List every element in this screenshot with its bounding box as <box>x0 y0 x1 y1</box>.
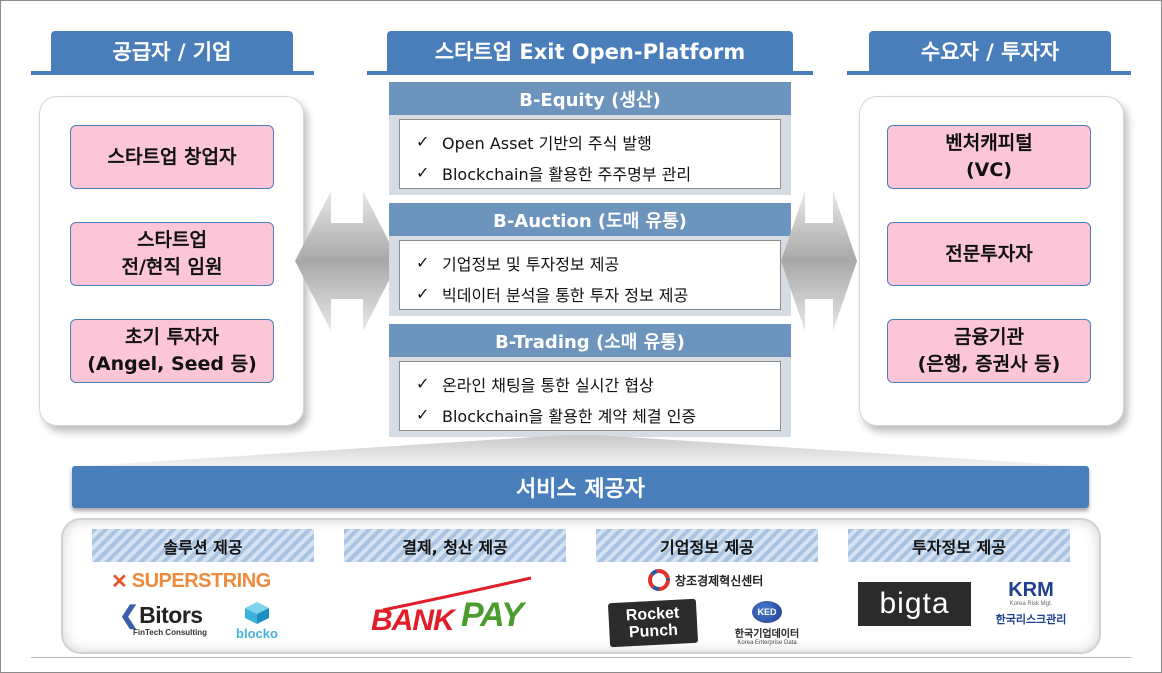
superstring-mark-icon: ✕ <box>111 570 128 593</box>
investor-item-financial: 금융기관 (은행, 증권사 등) <box>887 319 1091 383</box>
check-item-text: 온라인 채팅을 통한 실시간 협상 <box>442 375 654 395</box>
investor-item-line: 벤처캐피털 <box>945 132 1033 154</box>
bitors-text: Bitors <box>139 602 203 628</box>
section-b-auction: B-Auction (도매 유통) ✓ 기업정보 및 투자정보 제공 ✓ 빅데이터 … <box>389 203 791 316</box>
double-arrow-left-icon <box>295 191 399 331</box>
blocko-logo: blocko <box>229 601 285 643</box>
krm-subtext: Korea Risk Mgt. <box>1009 601 1053 607</box>
supplier-title-underline <box>31 71 314 75</box>
category-solution: 솔루션 제공 <box>92 529 314 562</box>
bankpay-swoosh-icon <box>382 576 532 612</box>
check-item: ✓ Blockchain을 활용한 주주명부 관리 <box>416 157 764 188</box>
supplier-title: 공급자 / 기업 <box>51 31 293 71</box>
bigta-text: bigta <box>879 587 950 620</box>
check-item-text: Open Asset 기반의 주식 발행 <box>442 133 652 153</box>
supplier-item-founder: 스타트업 창업자 <box>70 125 274 189</box>
krm-text: KRM <box>1008 579 1054 601</box>
investor-item-line: (은행, 증권사 등) <box>917 353 1061 375</box>
check-item: ✓ 온라인 채팅을 통한 실시간 협상 <box>416 368 764 399</box>
bankpay-bank-text: BANK <box>371 604 455 637</box>
section-body: ✓ Open Asset 기반의 주식 발행 ✓ Blockchain을 활용한 주… <box>399 119 781 189</box>
section-title: B-Auction (도매 유통) <box>389 203 791 236</box>
check-item-text: Blockchain을 활용한 주주명부 관리 <box>442 164 692 184</box>
supplier-item-line: 초기 투자자 <box>124 326 219 348</box>
check-item-text: Blockchain을 활용한 계약 체결 인증 <box>442 406 697 426</box>
changjo-ring-icon <box>648 569 670 591</box>
section-title: B-Trading (소매 유통) <box>389 324 791 357</box>
category-company-info: 기업정보 제공 <box>596 529 818 562</box>
section-b-trading: B-Trading (소매 유통) ✓ 온라인 채팅을 통한 실시간 협상 ✓ Bl… <box>389 324 791 437</box>
check-item-text: 기업정보 및 투자정보 제공 <box>442 254 620 274</box>
rocketpunch-logo: Rocket Punch <box>607 598 699 648</box>
ked-english-text: Korea Enterprise Data <box>737 640 797 646</box>
investor-item-professional: 전문투자자 <box>887 222 1091 286</box>
check-item: ✓ Blockchain을 활용한 계약 체결 인증 <box>416 399 764 430</box>
blocko-cube-icon <box>245 602 269 624</box>
investor-item-line: 금융기관 <box>954 326 1024 348</box>
investor-item-vc: 벤처캐피털 (VC) <box>887 125 1091 189</box>
supplier-item-line: 전/현직 임원 <box>121 256 223 278</box>
section-body: ✓ 기업정보 및 투자정보 제공 ✓ 빅데이터 분석을 통한 투자 정보 제공 <box>399 240 781 310</box>
section-body: ✓ 온라인 채팅을 통한 실시간 협상 ✓ Blockchain을 활용한 계약 체… <box>399 361 781 431</box>
supplier-item-executive: 스타트업 전/현직 임원 <box>70 222 274 286</box>
funnel-connector <box>71 435 1091 467</box>
check-item: ✓ 기업정보 및 투자정보 제공 <box>416 247 764 278</box>
platform-title-underline <box>367 71 813 75</box>
section-b-equity: B-Equity (생산) ✓ Open Asset 기반의 주식 발행 ✓ Blo… <box>389 82 791 195</box>
investor-title-underline <box>847 71 1131 75</box>
superstring-text: SUPERSTRING <box>131 569 271 592</box>
check-icon: ✓ <box>416 284 430 303</box>
supplier-item-early-investor: 초기 투자자 (Angel, Seed 등) <box>70 319 274 383</box>
check-item: ✓ 빅데이터 분석을 통한 투자 정보 제공 <box>416 278 764 309</box>
investor-title: 수요자 / 투자자 <box>869 31 1111 71</box>
ked-text: KED <box>757 607 777 617</box>
category-investment-info: 투자정보 제공 <box>848 529 1070 562</box>
investor-item-line: (VC) <box>965 159 1012 181</box>
changjo-text: 창조경제혁신센터 <box>675 573 764 588</box>
check-icon: ✓ <box>416 163 430 182</box>
check-item-text: 빅데이터 분석을 통한 투자 정보 제공 <box>442 285 689 305</box>
superstring-logo: ✕ SUPERSTRING <box>111 568 301 594</box>
investor-item-line: 전문투자자 <box>945 242 1033 265</box>
supplier-item-line: 스타트업 <box>137 229 207 251</box>
check-item: ✓ Open Asset 기반의 주식 발행 <box>416 126 764 157</box>
krm-logo: KRM Korea Risk Mgt. 한국리스크관리 <box>991 579 1071 629</box>
check-icon: ✓ <box>416 405 430 424</box>
category-payment: 결제, 청산 제공 <box>344 529 566 562</box>
service-provider-title: 서비스 제공자 <box>72 466 1089 508</box>
bottom-rule <box>31 657 1131 658</box>
check-icon: ✓ <box>416 253 430 272</box>
krm-korean-text: 한국리스크관리 <box>995 614 1067 626</box>
double-arrow-right-icon <box>781 191 857 331</box>
supplier-item-line: (Angel, Seed 등) <box>87 353 257 375</box>
platform-title: 스타트업 Exit Open-Platform <box>387 31 793 71</box>
supplier-item-line: 스타트업 창업자 <box>107 145 237 168</box>
section-title: B-Equity (생산) <box>389 82 791 115</box>
check-icon: ✓ <box>416 132 430 151</box>
check-icon: ✓ <box>416 374 430 393</box>
bitors-chevron-icon: ❮ <box>119 602 140 629</box>
ked-globe-icon: KED <box>752 601 782 623</box>
bigta-logo: bigta <box>858 582 971 626</box>
bitors-subtext: FinTech Consulting <box>133 628 208 637</box>
bankpay-pay-text: PAY <box>461 596 524 634</box>
bankpay-logo: BANK PAY <box>371 574 541 637</box>
ked-korean-text: 한국기업데이터 <box>734 629 800 640</box>
changjo-logo: 창조경제혁신센터 <box>647 567 787 593</box>
bitors-logo: ❮ Bitors FinTech Consulting <box>119 601 219 641</box>
rocketpunch-line2: Punch <box>628 621 679 642</box>
ked-logo: KED 한국기업데이터 Korea Enterprise Data <box>727 601 807 646</box>
blocko-text: blocko <box>236 626 278 641</box>
